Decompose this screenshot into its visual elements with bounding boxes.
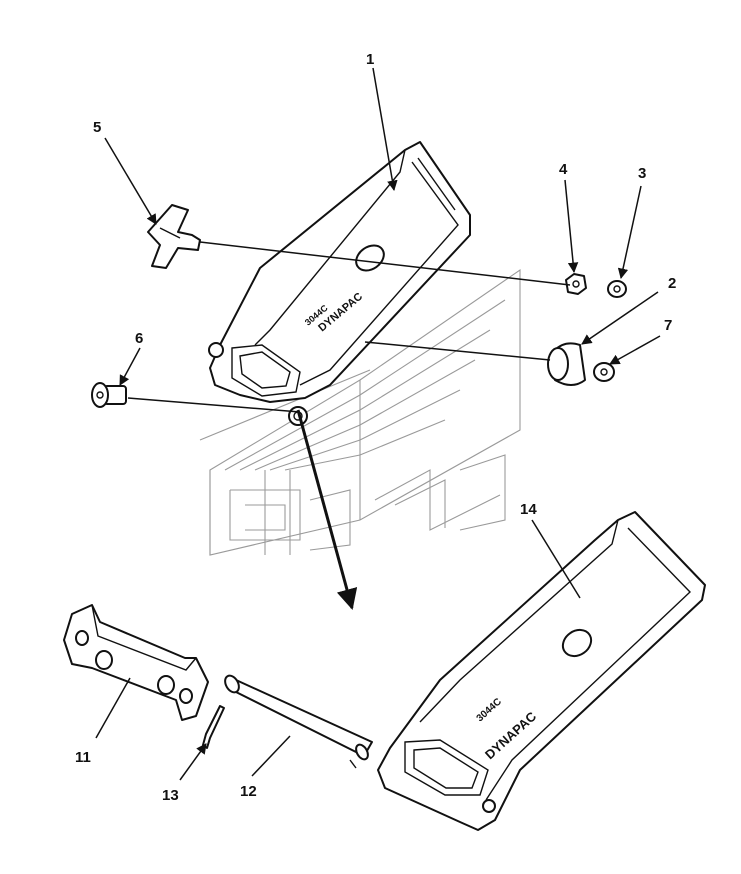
part-6-screw: [91, 382, 127, 408]
callout-5: 5: [93, 119, 101, 136]
part-5-knob: [147, 204, 201, 269]
callout-4: 4: [559, 161, 568, 178]
callout-1: 1: [366, 51, 374, 68]
part-2-rubber-buffer: [547, 342, 586, 386]
part-11-bracket: [63, 604, 209, 721]
callout-labels: 1 2 3 4 5 6 7 11 12 13 14: [75, 51, 676, 804]
callout-2: 2: [668, 275, 676, 292]
part-13-split-pin: [202, 705, 225, 749]
callout-3: 3: [638, 165, 646, 182]
callout-13: 13: [162, 787, 179, 804]
callout-12: 12: [240, 783, 257, 800]
callout-7: 7: [664, 317, 672, 334]
callout-6: 6: [135, 330, 143, 347]
part-7-washer: [593, 362, 615, 382]
part-12-pin: [224, 674, 373, 769]
leader-lines: [95, 67, 661, 781]
part-4-nut: [565, 273, 587, 295]
watermark-logo: [199, 268, 521, 556]
part-14-lower-shoe: DYNAPAC 3044C: [377, 511, 706, 831]
callout-14: 14: [520, 501, 537, 518]
part-3-washer: [607, 280, 627, 298]
callout-11: 11: [75, 749, 91, 766]
